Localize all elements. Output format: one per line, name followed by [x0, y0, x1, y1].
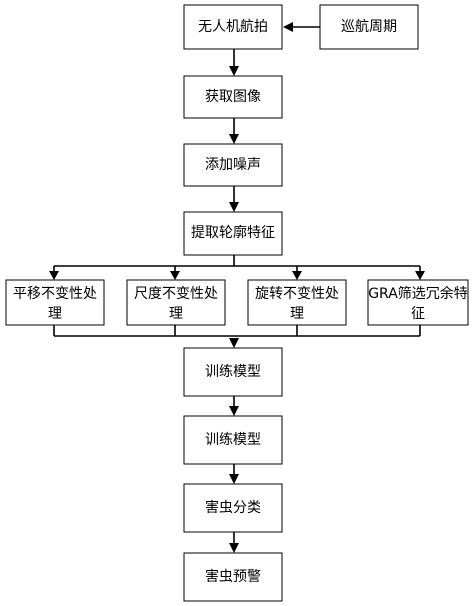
- node-patrol-cycle-label: 巡航周期: [341, 19, 397, 35]
- node-gra-filter: GRA筛选冗余特 征: [367, 279, 469, 326]
- node-patrol-cycle: 巡航周期: [319, 4, 419, 50]
- node-add-noise-label: 添加噪声: [205, 157, 261, 173]
- node-rotation-invariant-line2: 理: [290, 306, 304, 322]
- node-gra-filter-line1: GRA筛选冗余特: [368, 285, 468, 302]
- node-translation-invariant-line2: 理: [48, 306, 62, 322]
- node-get-image-label: 获取图像: [205, 89, 261, 105]
- arrowhead-classify-to-warning: [229, 543, 239, 553]
- node-train-model-1: 训练模型: [183, 347, 283, 397]
- arrowhead-to-scale: [170, 271, 180, 280]
- node-get-image: 获取图像: [183, 75, 283, 119]
- node-train-model-2-label: 训练模型: [205, 432, 261, 448]
- arrowhead-to-gra: [415, 271, 425, 280]
- connectors: [49, 22, 425, 553]
- arrowhead-to-translation: [49, 271, 59, 280]
- arrowhead-uav-to-image: [229, 66, 239, 76]
- arrowhead-patrol-to-uav: [283, 22, 293, 32]
- node-extract-contour: 提取轮廓特征: [183, 211, 283, 256]
- node-scale-invariant: 尺度不变性处 理: [126, 279, 226, 326]
- node-uav-photo: 无人机航拍: [183, 4, 283, 50]
- arrowhead-noise-to-contour: [229, 202, 239, 212]
- node-train-model-2: 训练模型: [183, 415, 283, 465]
- node-scale-invariant-line2: 理: [169, 306, 183, 322]
- node-pest-classify-label: 害虫分类: [205, 500, 261, 516]
- arrowhead-to-rotation: [292, 271, 302, 280]
- node-pest-warning: 害虫预警: [183, 552, 283, 602]
- arrowhead-to-train-1: [229, 338, 239, 348]
- node-pest-classify: 害虫分类: [183, 483, 283, 533]
- node-uav-photo-label: 无人机航拍: [198, 19, 268, 35]
- arrowhead-train1-to-train2: [229, 406, 239, 416]
- node-gra-filter-line2: 征: [411, 306, 425, 322]
- node-rotation-invariant-line1: 旋转不变性处: [255, 286, 339, 302]
- node-translation-invariant-line1: 平移不变性处: [13, 286, 97, 302]
- node-translation-invariant: 平移不变性处 理: [5, 279, 105, 326]
- arrowhead-train2-to-classify: [229, 474, 239, 484]
- node-pest-warning-label: 害虫预警: [205, 569, 261, 585]
- node-train-model-1-label: 训练模型: [205, 364, 261, 380]
- node-add-noise: 添加噪声: [183, 143, 283, 187]
- node-scale-invariant-line1: 尺度不变性处: [134, 286, 218, 302]
- arrowhead-image-to-noise: [229, 134, 239, 144]
- node-extract-contour-label: 提取轮廓特征: [191, 224, 275, 241]
- node-rotation-invariant: 旋转不变性处 理: [247, 279, 347, 326]
